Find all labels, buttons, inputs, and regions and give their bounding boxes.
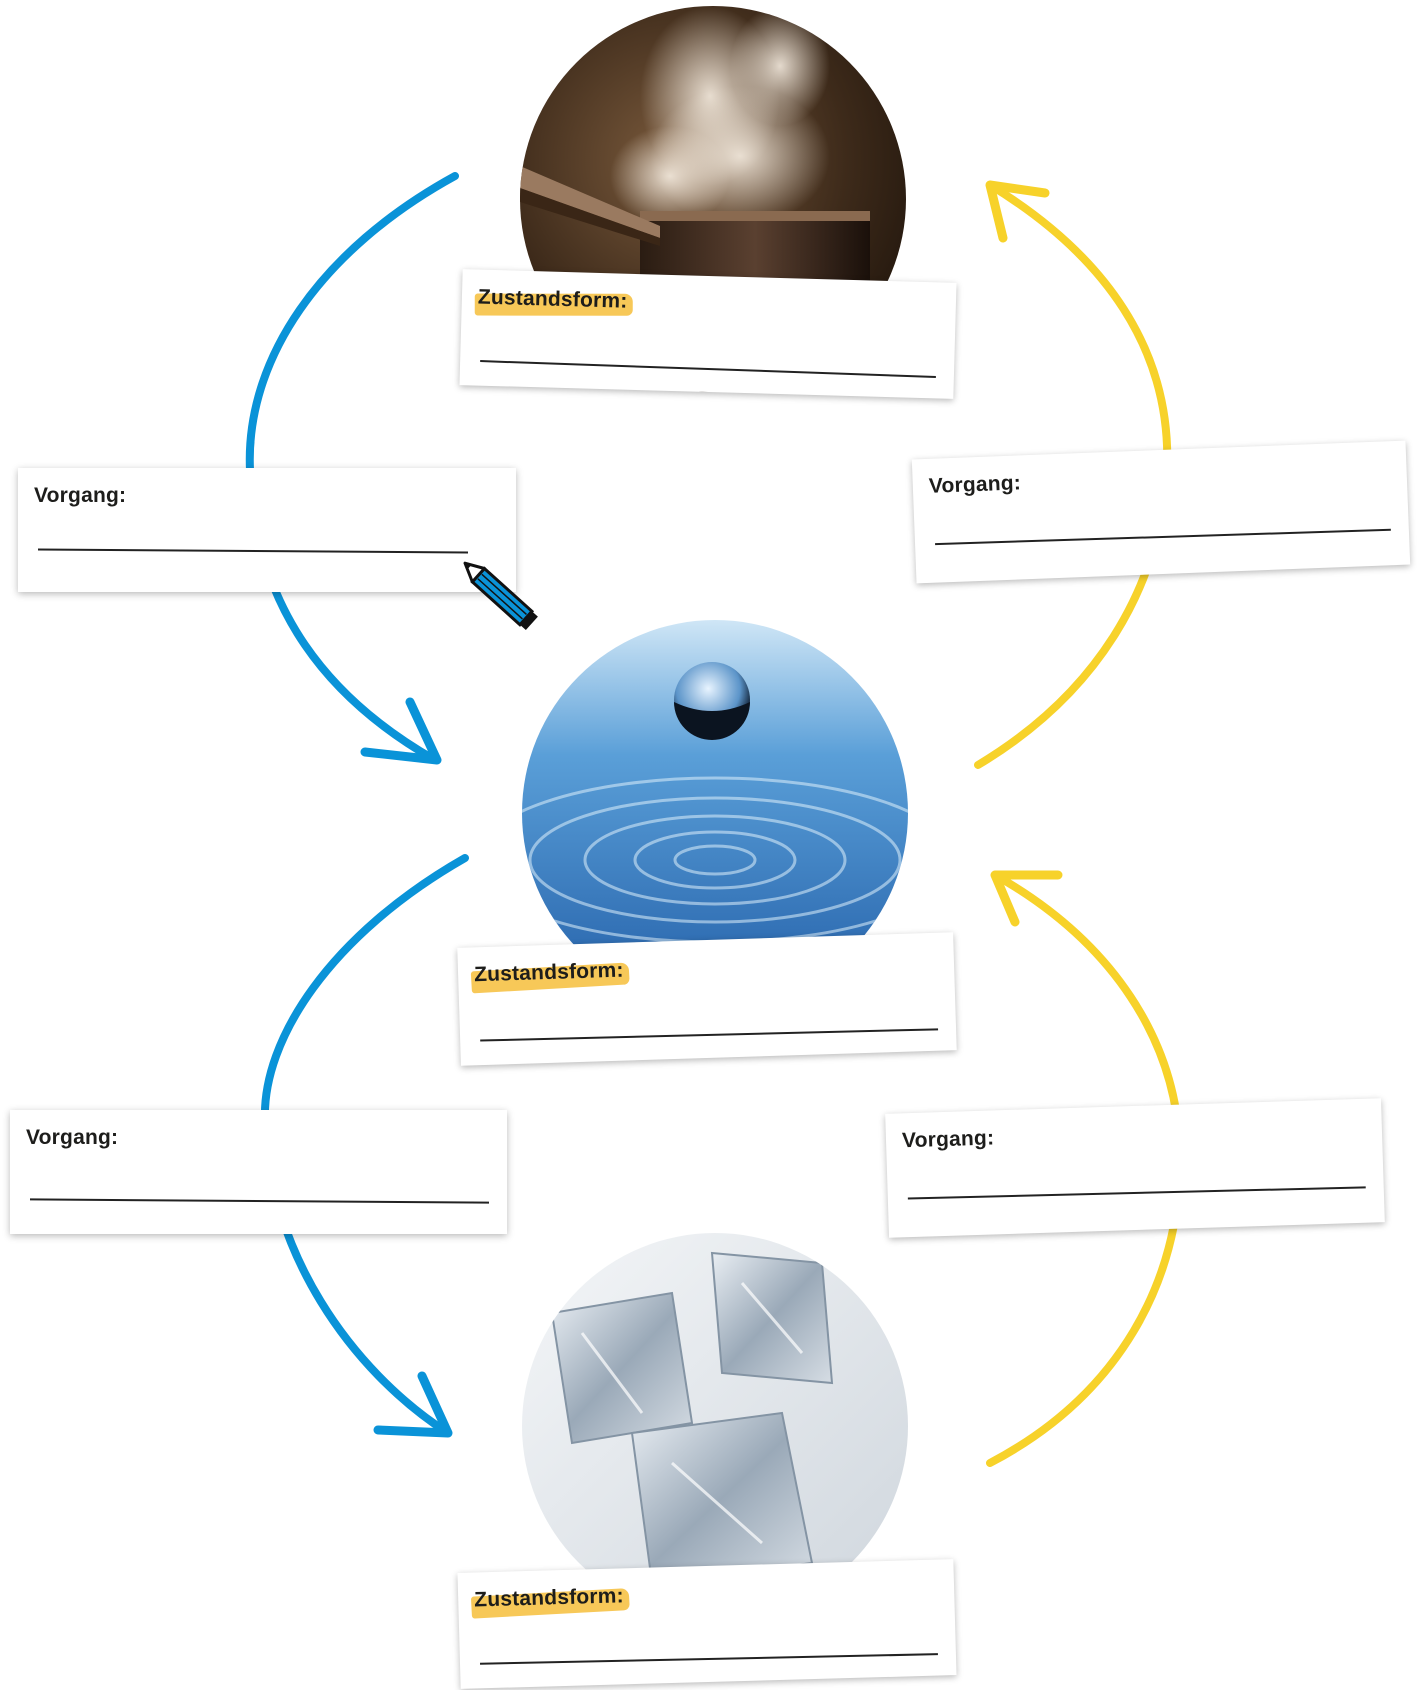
arrowhead-gas-to-liquid: [360, 697, 442, 765]
answer-line[interactable]: [480, 1028, 939, 1042]
process-card-liquid-to-gas: Vorgang:: [911, 440, 1411, 584]
answer-line[interactable]: [29, 1198, 490, 1204]
answer-line[interactable]: [907, 1186, 1366, 1200]
process-card-liquid-to-solid: Vorgang:: [10, 1110, 507, 1234]
arrowhead-liquid-to-gas: [985, 180, 1050, 243]
state-label: Zustandsform:: [473, 958, 625, 987]
process-label: Vorgang:: [901, 1126, 995, 1153]
state-label: Zustandsform:: [477, 285, 628, 313]
process-label: Vorgang:: [26, 1126, 119, 1149]
process-card-solid-to-liquid: Vorgang:: [885, 1098, 1385, 1238]
answer-line[interactable]: [37, 548, 469, 554]
state-card-solid: Zustandsform:: [457, 1559, 957, 1689]
arrowhead-liquid-to-solid: [373, 1371, 453, 1438]
ice-cubes-photo: [522, 1233, 908, 1619]
answer-line[interactable]: [480, 1653, 938, 1665]
pencil-icon: [463, 561, 538, 631]
state-label: Zustandsform:: [473, 1584, 625, 1612]
process-label: Vorgang:: [34, 484, 127, 507]
answer-line[interactable]: [480, 360, 936, 378]
process-card-gas-to-liquid: Vorgang:: [18, 468, 516, 592]
arrowhead-solid-to-liquid: [990, 870, 1063, 927]
answer-line[interactable]: [935, 528, 1391, 546]
state-card-liquid: Zustandsform:: [457, 932, 957, 1066]
state-card-gas: Zustandsform:: [459, 269, 957, 399]
process-label: Vorgang:: [928, 471, 1022, 498]
